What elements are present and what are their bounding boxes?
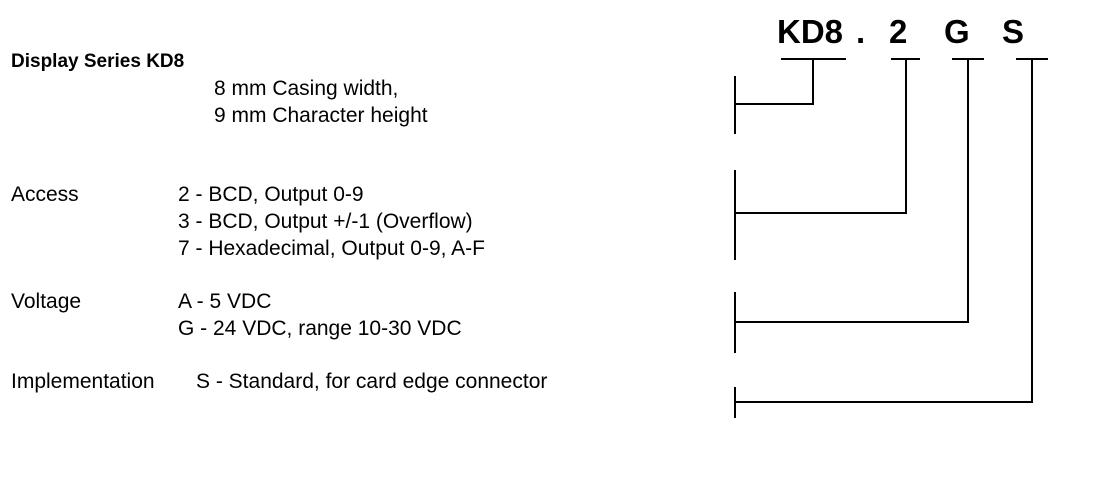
code-part-series: KD8 bbox=[777, 13, 844, 50]
access-option-2: 2 - BCD, Output 0-9 bbox=[178, 183, 364, 206]
section-label-voltage: Voltage bbox=[11, 290, 82, 313]
section-label-access: Access bbox=[11, 183, 79, 206]
code-part-separator: . bbox=[856, 13, 866, 50]
access-option-7: 7 - Hexadecimal, Output 0-9, A-F bbox=[178, 237, 485, 260]
code-part-implementation: S bbox=[1002, 13, 1025, 50]
series-title: Display Series KD8 bbox=[11, 51, 185, 72]
implementation-option-s: S - Standard, for card edge connector bbox=[196, 370, 548, 393]
code-part-access: 2 bbox=[889, 13, 908, 50]
connector-access bbox=[734, 58, 920, 260]
feature-casing-width: 8 mm Casing width, bbox=[214, 77, 399, 100]
connector-voltage bbox=[734, 58, 984, 353]
code-part-voltage: G bbox=[944, 13, 970, 50]
connector-series bbox=[734, 58, 846, 134]
voltage-option-g: G - 24 VDC, range 10-30 VDC bbox=[178, 317, 462, 340]
connector-implementation bbox=[734, 58, 1048, 418]
access-option-3: 3 - BCD, Output +/-1 (Overflow) bbox=[178, 210, 473, 233]
feature-character-height: 9 mm Character height bbox=[214, 104, 428, 127]
section-label-implementation: Implementation bbox=[11, 370, 155, 393]
voltage-option-a: A - 5 VDC bbox=[178, 290, 272, 313]
